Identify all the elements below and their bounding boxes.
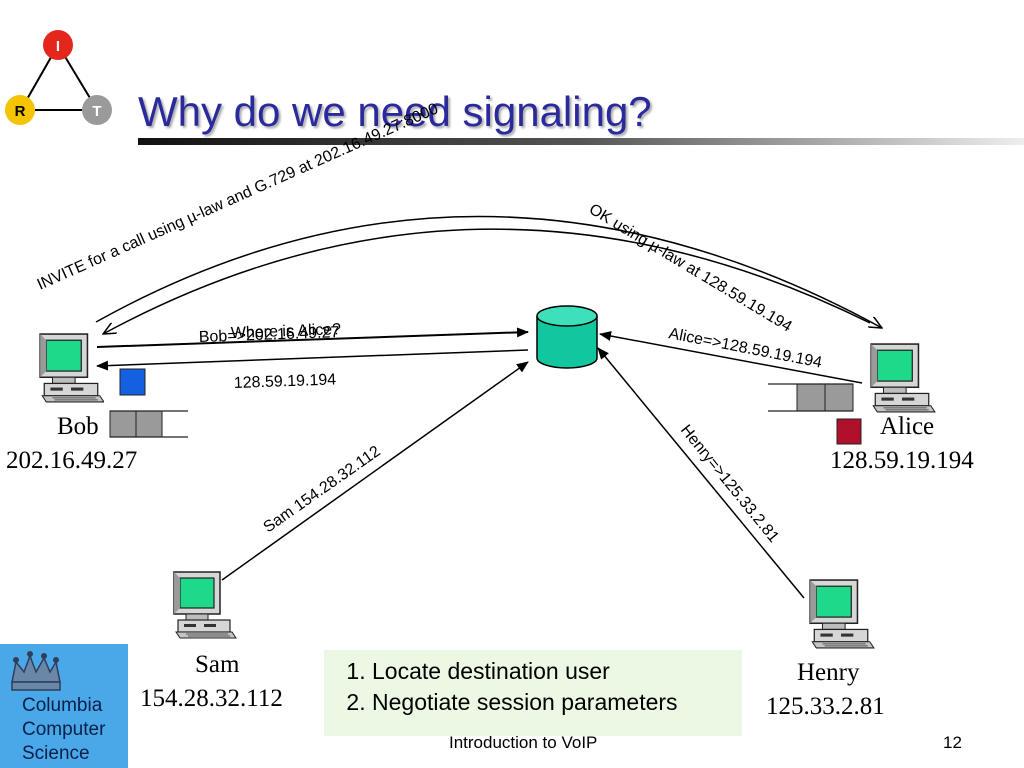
ok-arrow: [103, 228, 871, 334]
columbia-logo-text: Columbia Computer Science: [22, 694, 105, 766]
signaling-purposes-list: Locate destination user Negotiate sessio…: [324, 656, 742, 718]
alice-queue: [768, 383, 854, 412]
invite-message: INVITE for a call using µ-law and G.729 …: [35, 100, 441, 293]
henry-register-message: Henry=>125.33.2.81: [677, 422, 782, 546]
logo-line: Computer: [22, 719, 106, 740]
alice-register-message: Alice=>128.59.19.194: [667, 325, 823, 371]
henry-ip: 125.33.2.81: [766, 693, 885, 720]
page-number: 12: [943, 733, 962, 752]
rit-logo-r: R: [15, 103, 26, 120]
bob-queue: [109, 410, 188, 438]
alice-to-server-arrow: [599, 331, 863, 384]
columbia-logo: Columbia Computer Science: [0, 644, 128, 768]
server-reply-message: 128.59.19.194: [234, 371, 337, 392]
list-item: Negotiate session parameters: [372, 687, 742, 718]
henry-name: Henry: [797, 659, 860, 686]
alice-name: Alice: [880, 413, 935, 440]
server-to-bob-arrow: [96, 349, 529, 371]
location-server: [536, 305, 598, 369]
signaling-purposes-box: Locate destination user Negotiate sessio…: [324, 650, 742, 736]
bob-query-message: Where is Alice?: [231, 321, 342, 342]
rit-logo-i: I: [56, 38, 60, 55]
alice-ip: 128.59.19.194: [830, 447, 974, 474]
rit-logo-r-circle: [5, 95, 35, 125]
list-item: Locate destination user: [372, 656, 742, 687]
bob-name: Bob: [57, 413, 99, 440]
rit-logo-t-circle: [82, 95, 112, 125]
invite-arrow: [95, 215, 882, 328]
bob-packet-icon: [119, 368, 146, 396]
bob-computer-icon: [39, 333, 104, 403]
ok-message: OK using µ-law at 128.59.19.194: [586, 201, 795, 336]
logo-line: Science: [22, 743, 90, 764]
alice-computer-icon: [870, 343, 936, 413]
page-title: Why do we need signaling?: [138, 88, 652, 135]
footer-title: Introduction to VoIP: [449, 733, 598, 752]
sam-computer-icon: [173, 571, 237, 639]
crown-icon: [11, 651, 61, 691]
title-underline: [138, 138, 1024, 145]
bob-to-server-arrow: [96, 327, 529, 348]
henry-to-server-arrow: [597, 347, 805, 599]
sam-to-server-arrow: [221, 361, 529, 581]
sam-name: Sam: [195, 651, 240, 678]
sam-register-message: Sam 154.28.32.112: [261, 443, 384, 536]
rit-logo-t: T: [92, 103, 101, 120]
logo-line: Columbia: [22, 695, 103, 716]
bob-ip: 202.16.49.27: [6, 447, 138, 474]
henry-computer-icon: [809, 579, 875, 649]
rit-logo-i-circle: [43, 30, 73, 60]
sam-ip: 154.28.32.112: [140, 685, 283, 712]
alice-packet-icon: [836, 418, 862, 445]
bob-register-message: Bob=>202.16.49.27: [199, 324, 340, 346]
rit-logo: I R T: [5, 30, 112, 125]
